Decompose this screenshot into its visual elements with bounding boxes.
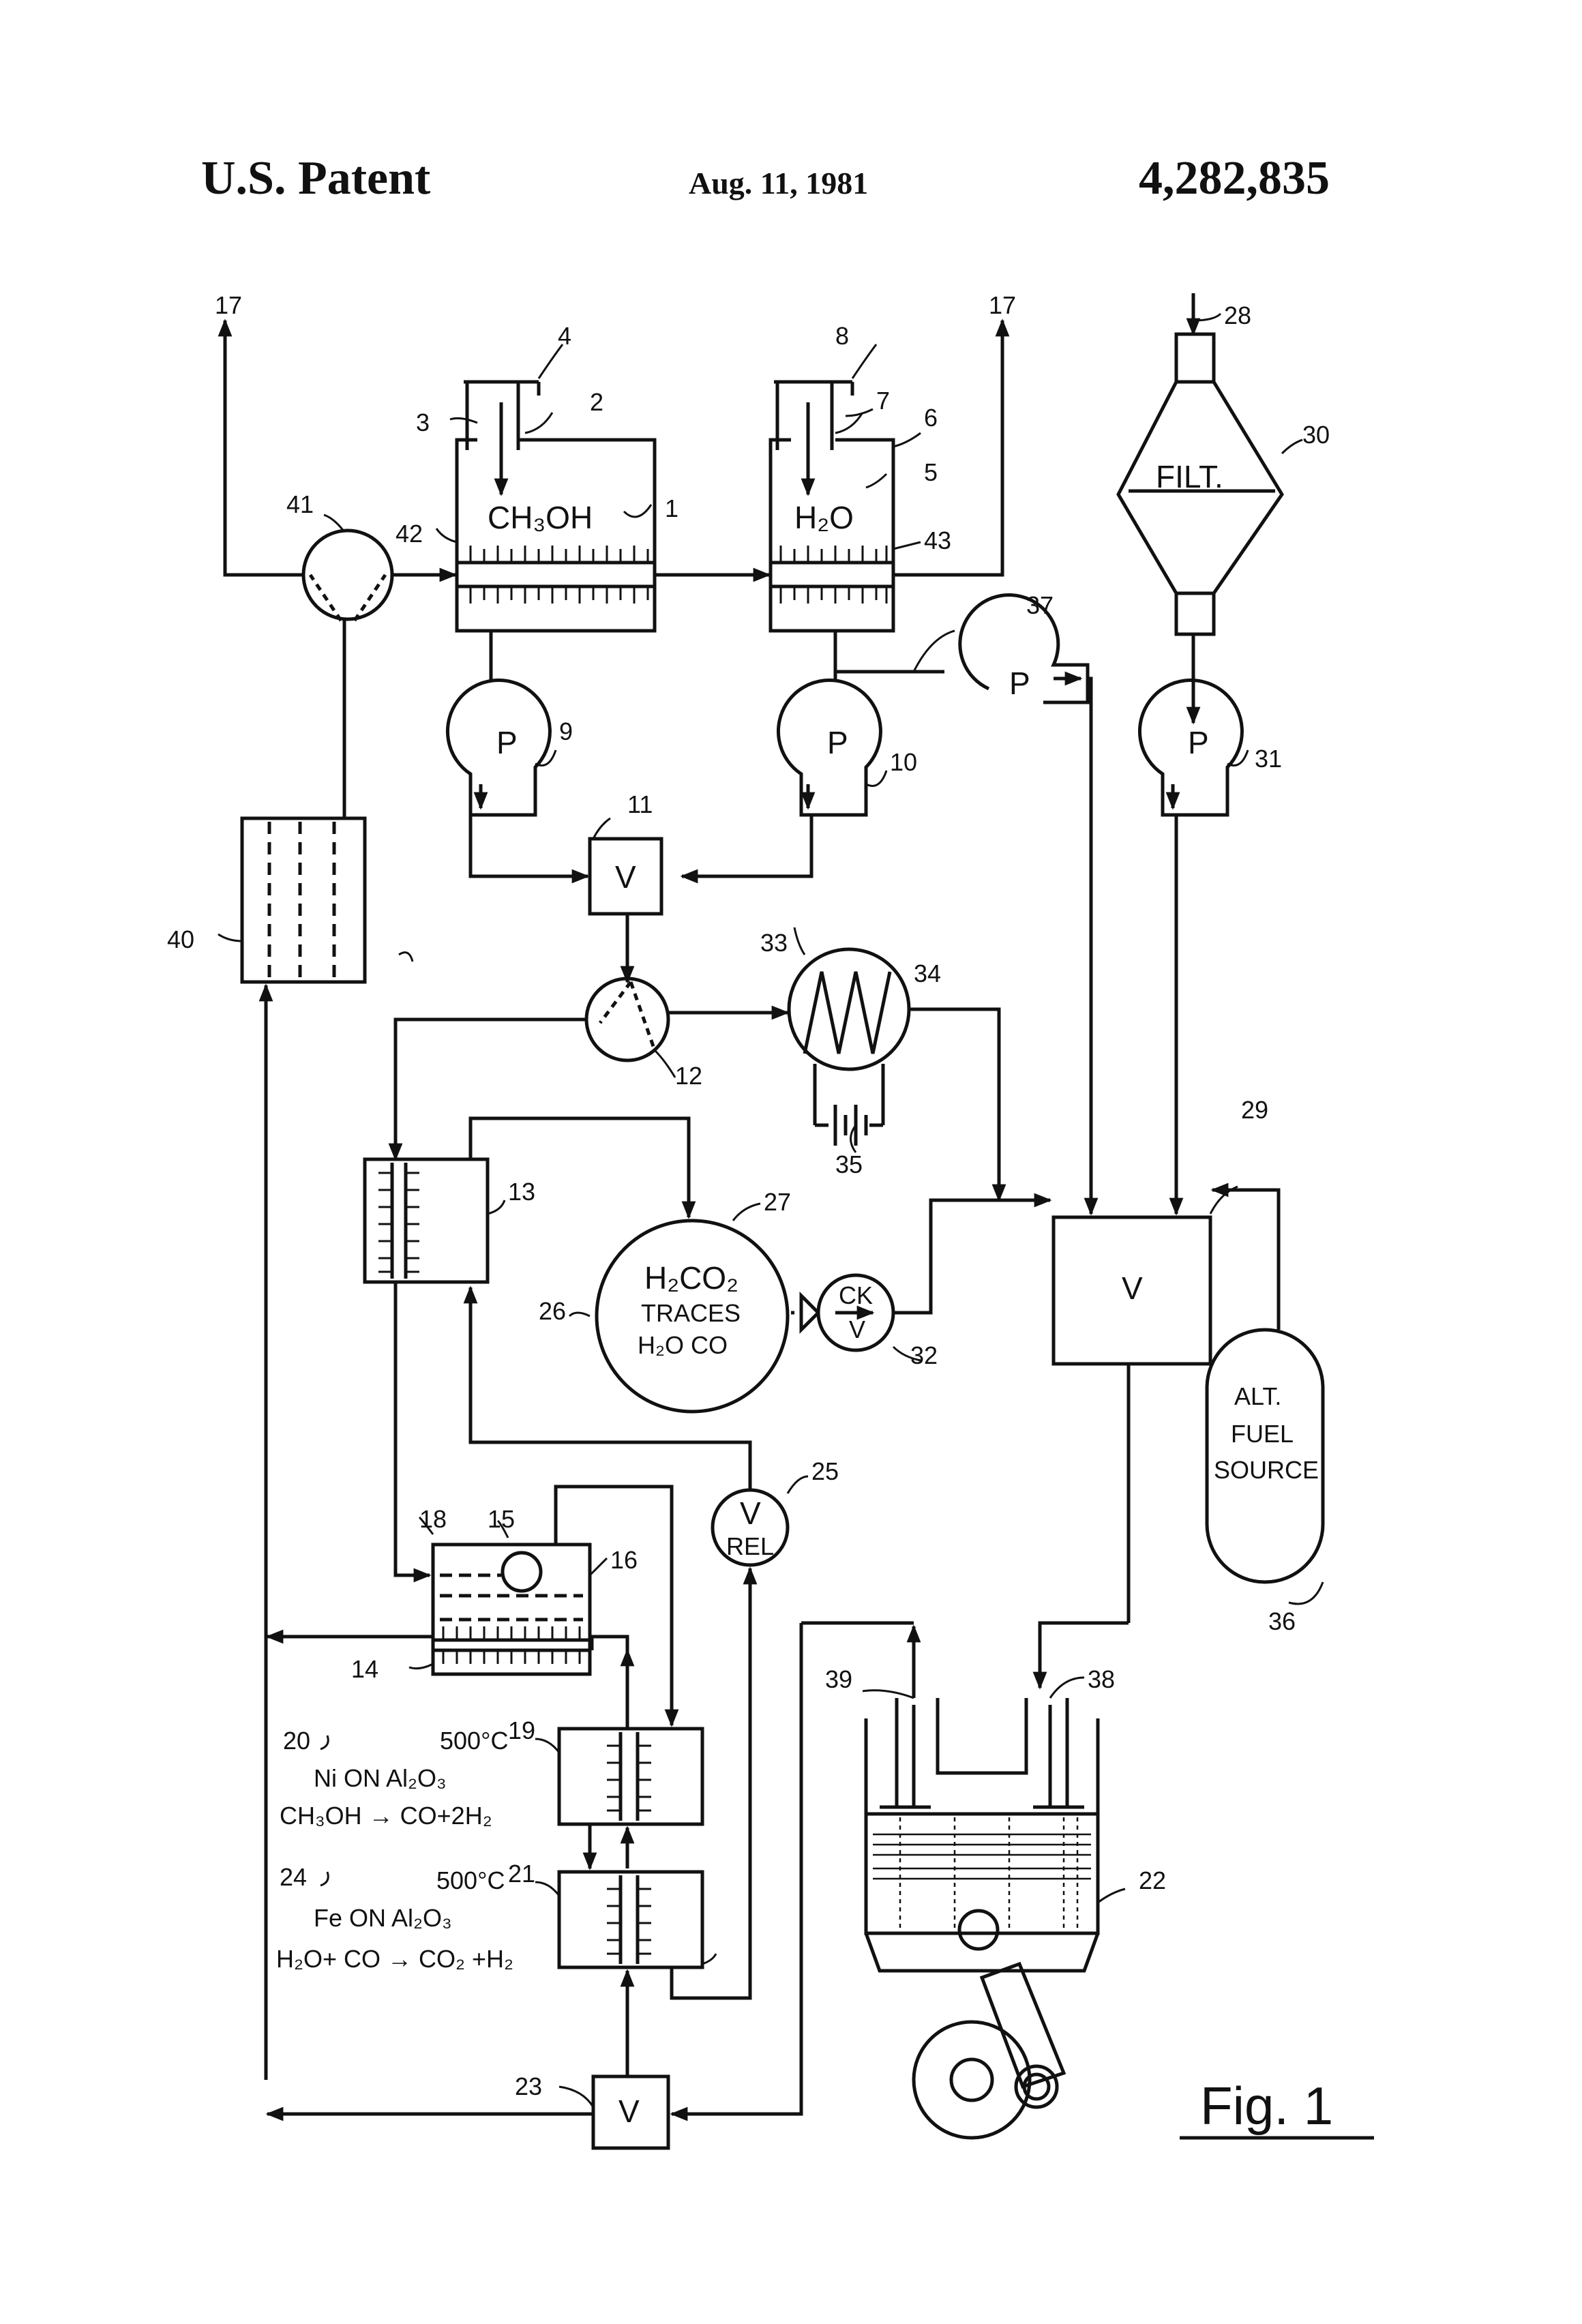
reactor-20-reaction: CH₃OH → CO+2H₂ (280, 1802, 492, 1830)
valve-41 (303, 531, 392, 621)
ref-17-left: 17 (215, 291, 242, 319)
ref-9: 9 (559, 717, 573, 745)
ref-30: 30 (1302, 421, 1330, 449)
tank-26-line-2: TRACES (641, 1299, 741, 1327)
relief-valve-label-top: V (740, 1495, 761, 1531)
ref-33: 33 (760, 929, 788, 957)
engine-22 (866, 1698, 1098, 2138)
ref-39: 39 (825, 1665, 852, 1693)
valve-23-label: V (618, 2094, 640, 2129)
ref-6: 6 (924, 404, 938, 432)
alt-fuel-line-3: SOURCE (1214, 1456, 1319, 1484)
ref-24: 24 (280, 1863, 307, 1891)
ref-25: 25 (811, 1457, 839, 1485)
ref-12: 12 (675, 1062, 702, 1090)
tank-26-line-3: H₂O CO (638, 1331, 728, 1359)
heat-exchanger-13 (365, 1159, 488, 1282)
ref-23: 23 (515, 2072, 542, 2100)
pump-31-label: P (1188, 725, 1209, 760)
ref-14: 14 (351, 1655, 378, 1683)
ref-28: 28 (1224, 301, 1251, 329)
ref-32: 32 (910, 1341, 938, 1369)
valve-11-label: V (615, 859, 636, 895)
ref-13: 13 (508, 1178, 535, 1206)
ref-10: 10 (890, 748, 917, 776)
ref-37: 37 (1026, 591, 1054, 619)
ref-5: 5 (924, 458, 938, 486)
ref-22: 22 (1139, 1866, 1166, 1894)
pump-10-label: P (827, 725, 848, 760)
reactor-21 (559, 1872, 702, 1967)
heater-33 (789, 949, 909, 1146)
ref-19: 19 (508, 1716, 535, 1744)
ref-20: 20 (283, 1727, 310, 1755)
relief-valve-label-bottom: REL (726, 1532, 774, 1560)
ref-34: 34 (914, 959, 941, 987)
reactor-24-temp: 500°C (436, 1866, 505, 1894)
ref-4: 4 (558, 322, 571, 350)
ref-21: 21 (508, 1860, 535, 1888)
ref-17-right: 17 (989, 291, 1016, 319)
pump-9-label: P (496, 725, 518, 760)
ref-35: 35 (835, 1150, 863, 1178)
filter-label: FILT. (1156, 459, 1223, 494)
valve-12 (586, 979, 668, 1060)
ref-27: 27 (764, 1188, 791, 1216)
ref-18: 18 (419, 1505, 447, 1533)
check-valve-label-bottom: V (849, 1315, 865, 1343)
reactor-24-catalyst: Fe ON Al₂O₃ (314, 1904, 452, 1932)
unit-40 (242, 818, 365, 982)
pump-37-label: P (1009, 666, 1030, 701)
filter-30 (1118, 293, 1282, 723)
ref-26: 26 (539, 1297, 566, 1325)
reactor-19 (559, 1729, 702, 1824)
ref-38: 38 (1088, 1665, 1115, 1693)
ref-41: 41 (286, 490, 314, 518)
reactor-20-temp: 500°C (440, 1727, 508, 1755)
reactor-20-catalyst: Ni ON Al₂O₃ (314, 1764, 447, 1792)
ref-16: 16 (610, 1546, 638, 1574)
ref-29: 29 (1241, 1096, 1268, 1124)
separator-18 (433, 1545, 590, 1674)
ref-40: 40 (167, 925, 194, 953)
check-valve-label-top: CK (839, 1281, 873, 1309)
ref-42: 42 (395, 520, 423, 548)
ref-43: 43 (924, 526, 951, 554)
alt-fuel-line-2: FUEL (1231, 1420, 1294, 1448)
ch3oh-label: CH₃OH (488, 500, 593, 535)
ref-7: 7 (876, 387, 890, 415)
ref-11: 11 (627, 790, 653, 818)
ref-1: 1 (665, 494, 678, 522)
tank-26-line-1: H₂CO₂ (644, 1260, 738, 1296)
ref-3: 3 (416, 408, 430, 436)
valve-29-label: V (1122, 1270, 1143, 1306)
ref-2: 2 (590, 388, 603, 416)
ref-8: 8 (835, 322, 849, 350)
reactor-24-reaction: H₂O+ CO → CO₂ +H₂ (276, 1945, 513, 1973)
ref-31: 31 (1255, 745, 1282, 773)
figure-label: Fig. 1 (1200, 2076, 1333, 2136)
alt-fuel-line-1: ALT. (1234, 1382, 1281, 1410)
h2o-label: H₂O (794, 500, 854, 535)
ref-15: 15 (488, 1505, 515, 1533)
ref-36: 36 (1268, 1607, 1296, 1635)
